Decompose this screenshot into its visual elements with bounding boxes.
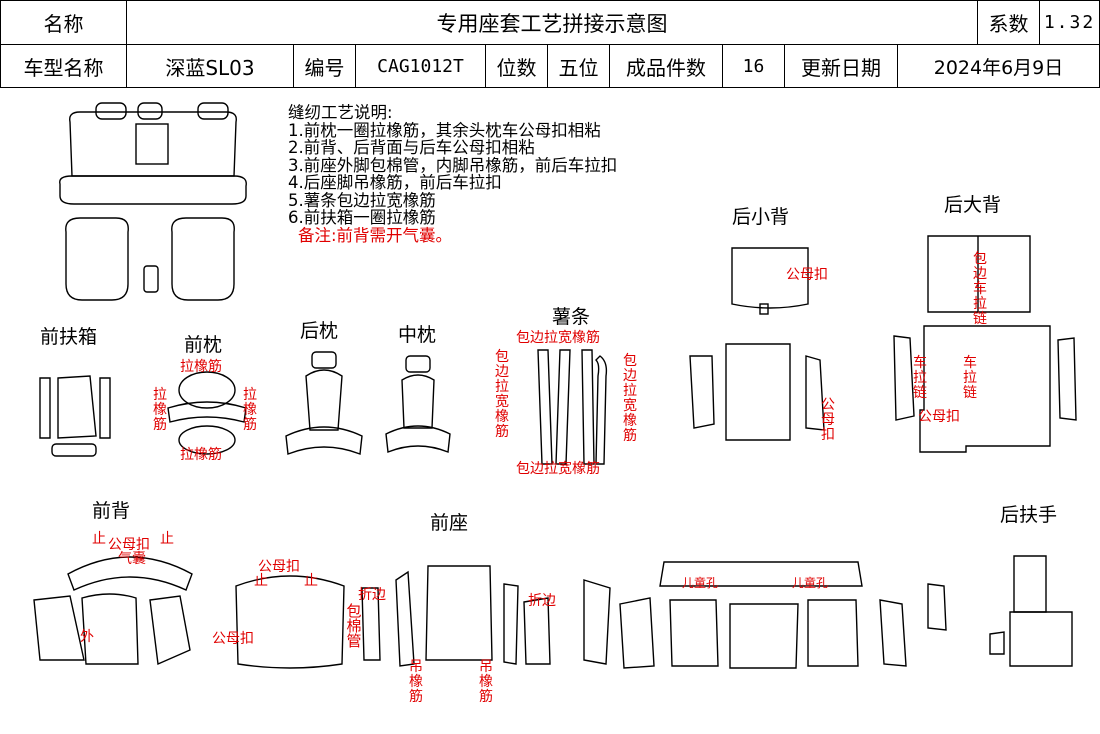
- annot-zhebian-left: 折边: [358, 587, 386, 603]
- annot-dxj-left: 吊橡筋: [409, 659, 423, 705]
- note-item: 1.前枕一圈拉橡筋，其余头枕车公母扣相粘: [288, 120, 601, 140]
- coef-label: 系数: [977, 0, 1040, 45]
- seats-value: 五位: [547, 44, 610, 88]
- code-value: CAG1012T: [355, 44, 486, 88]
- section-front-back: 前背: [92, 500, 131, 522]
- rear-small-back-pieces: [689, 247, 825, 441]
- annot-lxj-bottom: 拉橡筋: [180, 447, 222, 463]
- annot-zhi-right: 止: [160, 531, 174, 547]
- rear-armrest-pieces: [989, 555, 1073, 667]
- annot-wai: 外: [80, 629, 94, 645]
- section-front-armbox: 前扶箱: [40, 326, 98, 348]
- section-front-seat: 前座: [430, 512, 469, 534]
- annot-etk-right: 儿童孔: [792, 576, 829, 590]
- annot-bbcll: 包边车拉链: [973, 251, 987, 327]
- seats-label: 位数: [485, 44, 548, 88]
- annot-bblkxj-top: 包边拉宽橡筋: [516, 330, 600, 346]
- annot-bblkxj-left: 包边拉宽橡筋: [495, 349, 509, 440]
- notes-remark: 备注:前背需开气囊。: [298, 225, 453, 245]
- note-item: 6.前扶箱一圈拉橡筋: [288, 208, 436, 227]
- note-item: 4.后座脚吊橡筋，前后车拉扣: [288, 173, 502, 192]
- pattern-pieces: [33, 102, 1077, 669]
- car-overview: [59, 102, 247, 301]
- annot-gmk-small-back: 公母扣: [786, 267, 828, 283]
- section-rear-headrest: 后枕: [300, 320, 339, 342]
- name-label: 名称: [0, 0, 127, 45]
- annot-gmk-big-back: 公母扣: [918, 409, 960, 425]
- pieces-value: 16: [722, 44, 785, 88]
- coef-value: 1.32: [1039, 0, 1100, 45]
- section-front-headrest: 前枕: [184, 334, 223, 356]
- sewing-notes: 缝纫工艺说明: 1.前枕一圈拉橡筋，其余头枕车公母扣相粘 2.前背、后背面与后车…: [288, 104, 617, 244]
- date-label: 更新日期: [784, 44, 898, 88]
- rear-seat-pieces: [583, 561, 947, 669]
- section-rear-small-back: 后小背: [732, 206, 790, 228]
- page-title: 专用座套工艺拼接示意图: [126, 0, 978, 45]
- section-strips: 薯条: [552, 306, 591, 328]
- annot-dxj-right: 吊橡筋: [479, 659, 493, 705]
- front-headrest-pieces: [167, 371, 247, 455]
- rear-headrest-pieces: [285, 351, 363, 455]
- annot-zhi-top-right: 止: [304, 573, 318, 589]
- annot-cll-right: 车拉链: [963, 355, 977, 401]
- annot-bblkxj-bottom: 包边拉宽橡筋: [516, 461, 600, 477]
- mid-headrest-pieces: [385, 355, 451, 453]
- annot-lxj-top: 拉橡筋: [180, 359, 222, 375]
- rear-big-back-pieces: [893, 235, 1077, 453]
- annot-cll-left: 车拉链: [913, 355, 927, 401]
- header-table: 名称 专用座套工艺拼接示意图 系数 1.32 车型名称 深蓝SL03 编号 CA…: [0, 0, 1100, 88]
- strip-pieces: [537, 349, 608, 465]
- notes-title: 缝纫工艺说明:: [288, 103, 393, 122]
- annot-gmk-front-back: 公母扣: [108, 537, 150, 553]
- annot-lxj-right: 拉橡筋: [243, 387, 257, 433]
- model-label: 车型名称: [0, 44, 127, 88]
- section-rear-big-back: 后大背: [944, 194, 1002, 216]
- note-item: 3.前座外脚包棉管，内脚吊橡筋，前后车拉扣: [288, 155, 618, 175]
- annot-lxj-left: 拉橡筋: [153, 387, 167, 433]
- annot-etk-left: 儿童孔: [682, 576, 719, 590]
- pieces-label: 成品件数: [609, 44, 723, 88]
- annot-qinang: 气囊: [118, 551, 146, 567]
- annot-gmk-front-back-top: 公母扣: [258, 559, 300, 575]
- front-seat-pieces: [361, 565, 551, 667]
- note-item: 2.前背、后背面与后车公母扣相粘: [288, 138, 535, 157]
- annot-zhi-top-left: 止: [254, 573, 268, 589]
- section-mid-headrest: 中枕: [398, 324, 437, 346]
- front-back-pieces: [33, 556, 345, 669]
- annot-gmk-front-back-side: 公母扣: [212, 631, 254, 647]
- armbox-pieces: [39, 375, 111, 457]
- annot-zhebian-right: 折边: [528, 593, 556, 609]
- annot-zhi-left: 止: [92, 531, 106, 547]
- annot-bmg: 包棉管: [346, 602, 362, 650]
- model-value: 深蓝SL03: [126, 44, 294, 88]
- section-rear-armrest: 后扶手: [1000, 504, 1058, 526]
- code-label: 编号: [293, 44, 356, 88]
- annot-gmk-small-back-side: 公母扣: [821, 397, 835, 443]
- date-value: 2024年6月9日: [897, 44, 1100, 88]
- note-item: 5.薯条包边拉宽橡筋: [288, 190, 436, 210]
- annot-bblkxj-right: 包边拉宽橡筋: [623, 353, 637, 444]
